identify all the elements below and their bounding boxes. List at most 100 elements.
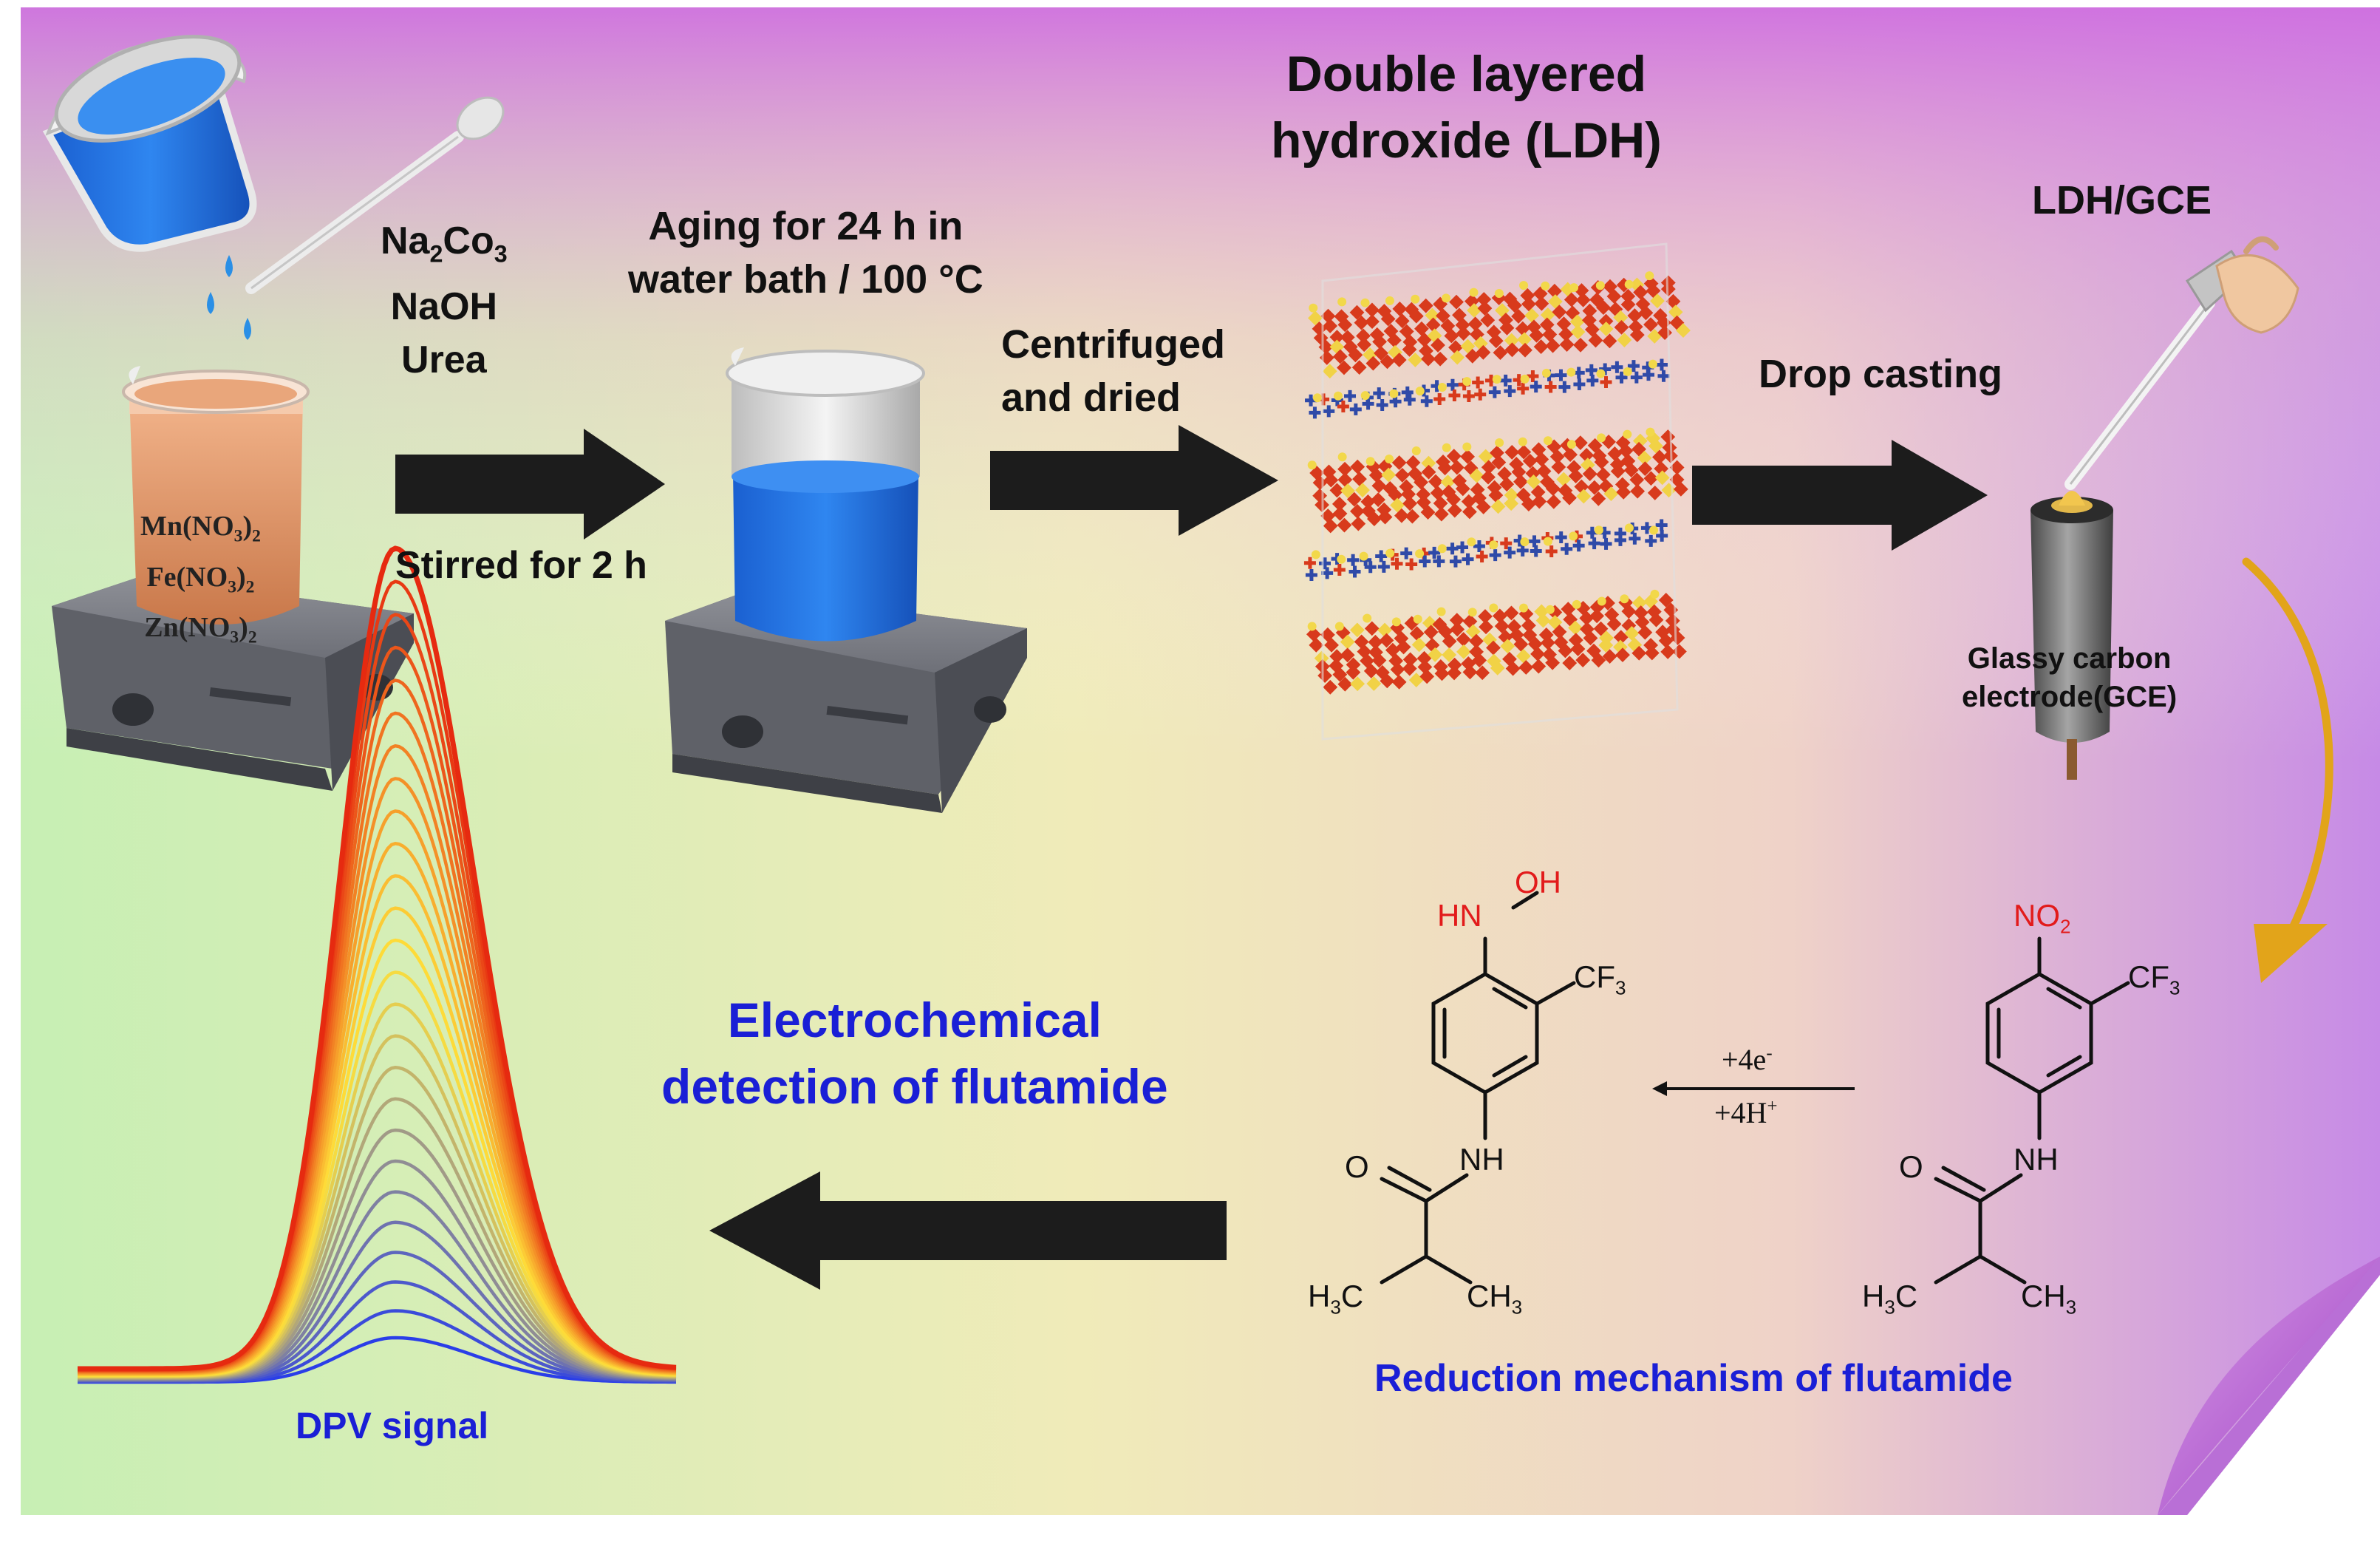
lattice-atom: [1473, 540, 1485, 553]
protons-label: +4H+: [1714, 1096, 1778, 1129]
lattice-atom: [1492, 608, 1507, 624]
no2-label: NO2: [2014, 898, 2071, 938]
lattice-interlayer-atom: [1489, 540, 1498, 550]
lattice-atom: [1421, 455, 1436, 471]
lattice-atom: [1546, 494, 1561, 509]
ch3-label-left: CH3: [1467, 1279, 1523, 1319]
lattice-atom: [1305, 569, 1317, 582]
lattice-interlayer-atom: [1442, 293, 1451, 303]
lattice-atom: [1584, 322, 1600, 337]
lattice-atom: [1488, 488, 1504, 503]
lattice-atom: [1371, 492, 1386, 508]
lattice-interlayer-atom: [1437, 544, 1447, 554]
lattice-atom: [1405, 558, 1418, 571]
lattice-interlayer-atom: [1307, 622, 1317, 631]
lattice-atom: [1416, 486, 1431, 502]
lattice-atom: [1493, 345, 1508, 361]
lattice-atom: [1658, 633, 1674, 648]
lattice-atom: [1570, 642, 1586, 656]
lattice-atom: [1627, 308, 1643, 323]
lattice-atom: [1405, 455, 1421, 470]
lattice-atom: [1511, 309, 1526, 324]
lattice-atom: [1448, 389, 1461, 401]
lattice-atom: [1346, 491, 1362, 507]
lattice-atom: [1428, 546, 1441, 559]
lattice-atom: [1377, 509, 1393, 525]
lattice-atom: [1346, 657, 1361, 673]
lattice-atom: [1434, 666, 1450, 681]
lattice-atom: [1561, 542, 1573, 555]
lattice-atom: [1417, 659, 1433, 675]
lattice-interlayer-atom: [1541, 281, 1550, 290]
lattice-atom: [1440, 474, 1456, 489]
lattice-interlayer-atom: [1648, 359, 1657, 369]
reagents-label: Na2Co3 NaOH Urea: [381, 220, 508, 382]
lattice-atom: [1449, 613, 1465, 628]
lattice-atom: [1425, 317, 1441, 333]
lattice-atom: [1500, 537, 1513, 550]
blue-beaker: [726, 347, 925, 642]
lattice-interlayer-atom: [1389, 389, 1399, 398]
lattice-atom: [1613, 630, 1629, 645]
lattice-atom: [1303, 557, 1316, 569]
lattice-atom: [1545, 481, 1561, 496]
lattice-interlayer-atom: [1333, 391, 1343, 401]
lattice-atom: [1433, 496, 1448, 511]
lattice-atom: [1388, 487, 1403, 503]
lattice-atom: [1355, 483, 1370, 498]
lattice-atom: [1329, 330, 1345, 345]
lattice-atom: [1419, 555, 1431, 568]
lattice-atom: [1521, 497, 1536, 512]
lattice-interlayer-atom: [1596, 369, 1606, 378]
lattice-atom: [1633, 285, 1648, 300]
lattice-atom: [1332, 349, 1348, 364]
lattice-atom: [1373, 387, 1385, 400]
lattice-atom: [1394, 313, 1410, 329]
lattice-interlayer-atom: [1337, 452, 1347, 462]
lattice-atom: [1380, 673, 1395, 689]
electrochemical-detection-label: Electrochemical detection of flutamide: [661, 993, 1168, 1114]
lattice-atom: [1408, 353, 1423, 367]
lattice-atom: [1561, 602, 1576, 617]
lattice-atom: [1504, 385, 1516, 398]
lattice-atom: [1337, 401, 1349, 413]
lattice-atom: [1478, 449, 1493, 464]
lattice-atom: [1524, 307, 1540, 323]
lattice-atom: [1385, 642, 1400, 658]
lattice-atom: [1490, 499, 1506, 514]
lattice-atom: [1419, 669, 1435, 684]
lattice-atom: [1602, 649, 1617, 664]
lattice-atom: [1442, 633, 1457, 649]
lattice-atom: [1323, 518, 1338, 534]
lattice-atom: [1351, 516, 1366, 531]
lattice-atom: [1331, 496, 1347, 511]
lattice-atom: [1494, 619, 1510, 633]
lattice-atom: [1437, 460, 1453, 476]
centrifuged-label: Centrifuged and dried: [1001, 322, 1225, 420]
lattice-atom: [1615, 647, 1630, 662]
lattice-atom: [1511, 464, 1527, 480]
lattice-interlayer-atom: [1569, 283, 1579, 293]
lattice-atom: [1366, 676, 1382, 691]
lattice-atom: [1522, 453, 1538, 469]
lattice-atom: [1356, 328, 1371, 344]
lattice-atom: [1637, 461, 1653, 477]
lattice-atom: [1525, 466, 1541, 481]
pipette-icon: [245, 96, 505, 294]
lattice-atom: [1488, 333, 1504, 349]
lattice-interlayer-atom: [1363, 613, 1372, 623]
lattice-interlayer-atom: [1365, 457, 1375, 466]
lattice-atom: [1593, 621, 1609, 636]
lattice-atom: [1391, 353, 1407, 367]
lattice-atom: [1644, 645, 1660, 661]
lattice-interlayer-atom: [1489, 603, 1498, 613]
lattice-atom: [1629, 472, 1645, 487]
lattice-atom: [1324, 637, 1339, 653]
lattice-atom: [1556, 472, 1572, 487]
lattice-atom: [1486, 640, 1501, 656]
lattice-atom: [1391, 674, 1407, 690]
nh-label-right: NH: [2014, 1142, 2059, 1177]
lattice-atom: [1586, 480, 1602, 495]
lattice-atom: [1563, 447, 1578, 463]
lattice-atom: [1657, 370, 1670, 382]
